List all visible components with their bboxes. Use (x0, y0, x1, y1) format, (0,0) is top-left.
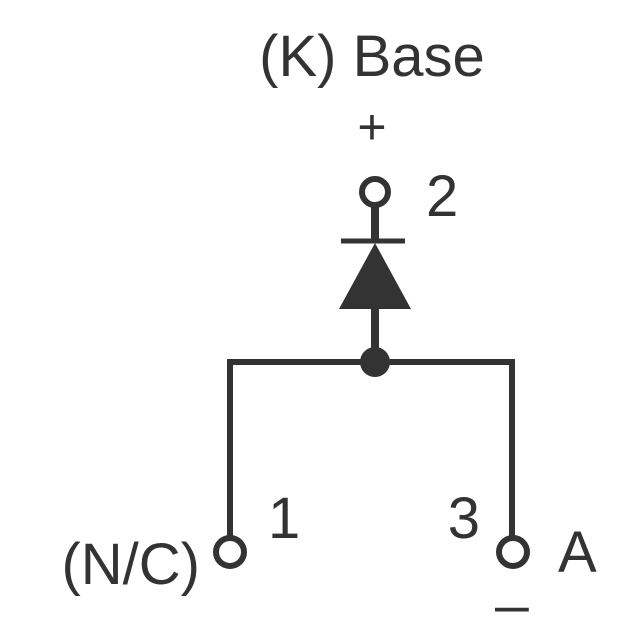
plus-sign: + (357, 99, 386, 155)
pin-1-terminal (213, 535, 247, 569)
pin-2-number: 2 (426, 164, 458, 229)
pin-3-number: 3 (448, 486, 480, 551)
base-label: (K) Base (259, 24, 485, 89)
pin-3-name: A (558, 520, 597, 585)
pin-2-terminal (359, 176, 391, 208)
minus-sign: _ (495, 548, 529, 613)
diode-triangle (339, 243, 411, 309)
pin-1-number: 1 (268, 486, 300, 551)
pin-1-name: (N/C) (61, 532, 200, 597)
pin-3-terminal (496, 535, 530, 569)
